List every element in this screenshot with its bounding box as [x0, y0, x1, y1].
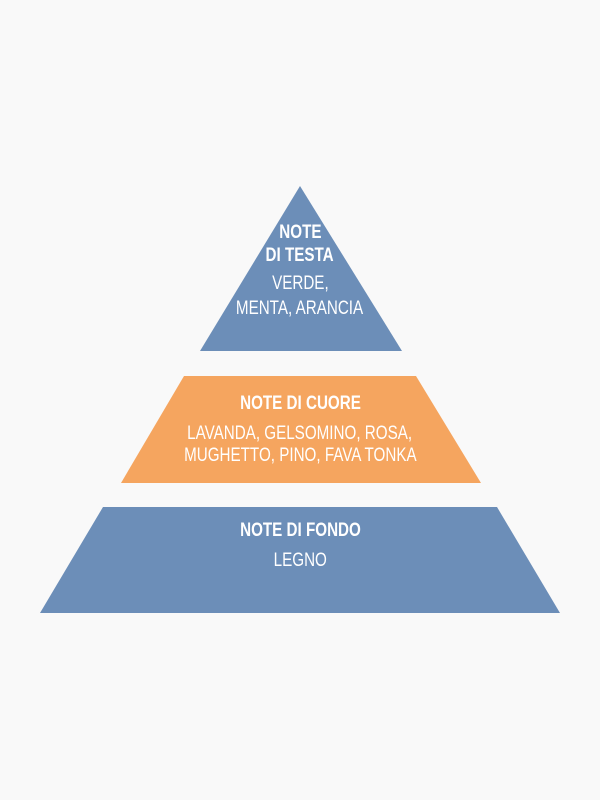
bottom-tier-title: NOTE DI FONDO: [239, 520, 361, 541]
top-tier-title-line2: DI TESTA: [265, 245, 335, 266]
top-tier-notes-line2: MENTA, ARANCIA: [236, 298, 364, 319]
middle-tier-shape: [121, 376, 481, 483]
middle-tier-notes-line2: MUGHETTO, PINO, FAVA TONKA: [183, 445, 417, 466]
top-tier-title-line1: NOTE: [278, 222, 322, 243]
bottom-tier-shape: [40, 507, 560, 613]
middle-tier-notes-line1: LAVANDA, GELSOMINO, ROSA,: [187, 423, 413, 444]
top-tier-notes-line1: VERDE,: [271, 273, 329, 294]
bottom-tier-notes: LEGNO: [273, 550, 327, 571]
middle-tier-title: NOTE DI CUORE: [239, 393, 361, 414]
top-tier-shape: [200, 186, 402, 351]
